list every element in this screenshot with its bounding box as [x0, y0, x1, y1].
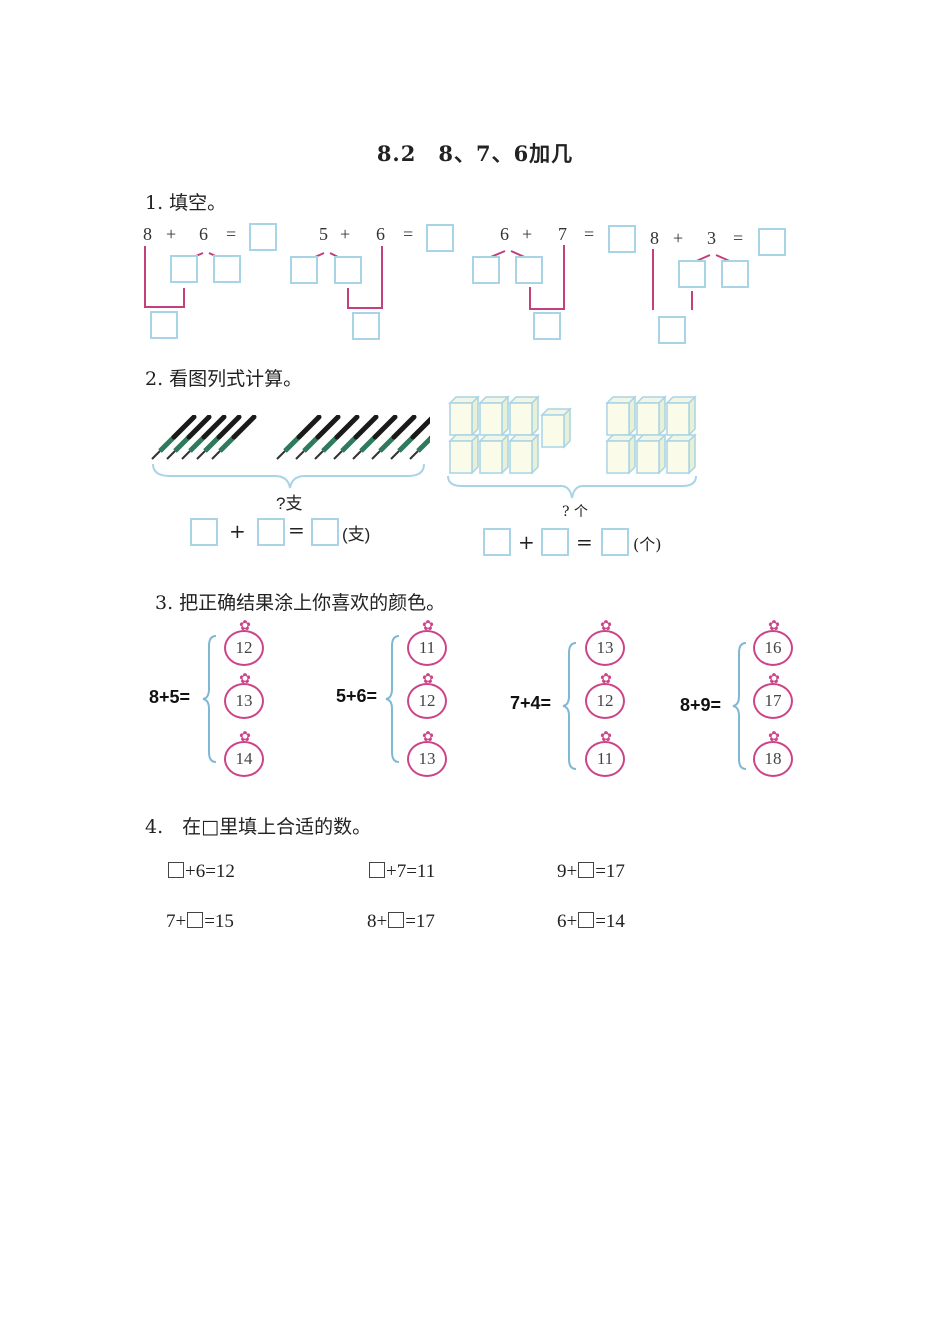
q4-equation: 6+=14 [557, 911, 625, 932]
pens-addend-1-box[interactable] [190, 518, 218, 546]
cubes-unit: (个) [633, 535, 662, 554]
cubes-addend-1-box[interactable] [483, 528, 511, 556]
ten-box[interactable] [150, 311, 178, 339]
option-tomato[interactable]: ✿14 [224, 731, 264, 777]
ten-box[interactable] [658, 316, 686, 344]
operand-b: 6 [376, 224, 385, 244]
pens-unit: (支) [342, 525, 371, 544]
q4-equation: 9+=17 [557, 861, 625, 882]
split-box-1[interactable] [472, 256, 500, 284]
brace-icon [732, 642, 747, 770]
brace-icon [152, 463, 425, 489]
operand-a: 8 [143, 224, 152, 244]
cube-icons [449, 396, 696, 474]
leaf-icon: ✿ [239, 672, 251, 687]
split-box-1[interactable] [678, 260, 706, 288]
answer-box[interactable] [426, 224, 454, 252]
expression: 7+4= [510, 693, 552, 713]
blank-box[interactable] [388, 912, 405, 928]
ten-box[interactable] [352, 312, 380, 340]
cubes-question: ? 个 [562, 504, 588, 520]
plus-sign: + [673, 228, 684, 248]
brace-icon [447, 475, 697, 499]
ten-box[interactable] [533, 312, 561, 340]
operand-a: 6 [500, 224, 509, 244]
answer-box[interactable] [249, 223, 277, 251]
leaf-icon: ✿ [422, 619, 434, 634]
option-tomato[interactable]: ✿12 [224, 620, 264, 666]
leaf-icon: ✿ [422, 672, 434, 687]
equals-sign: = [226, 224, 237, 244]
cubes-sum-box[interactable] [601, 528, 629, 556]
equals-sign: = [576, 530, 593, 554]
operand-b: 6 [199, 224, 208, 244]
split-box-1[interactable] [170, 255, 198, 283]
option-tomato[interactable]: ✿17 [753, 673, 793, 719]
option-tomato[interactable]: ✿16 [753, 620, 793, 666]
leaf-icon: ✿ [600, 619, 612, 634]
pens-sum-box[interactable] [311, 518, 339, 546]
plus-sign: + [518, 530, 535, 554]
leaf-icon: ✿ [768, 619, 780, 634]
q4-equation: +7=11 [368, 861, 435, 883]
option-tomato[interactable]: ✿11 [407, 620, 447, 666]
page-title: 8.2 8、7、6加几 [376, 141, 574, 166]
q1-heading: 1. 填空。 [145, 192, 227, 214]
leaf-icon: ✿ [768, 672, 780, 687]
leaf-icon: ✿ [422, 730, 434, 745]
option-tomato[interactable]: ✿13 [224, 673, 264, 719]
plus-sign: + [340, 224, 351, 244]
brace-icon [202, 635, 217, 763]
option-tomato[interactable]: ✿12 [585, 673, 625, 719]
equals-sign: = [584, 224, 595, 244]
q4-equation: 8+=17 [367, 911, 435, 932]
option-tomato[interactable]: ✿12 [407, 673, 447, 719]
expression: 8+5= [149, 687, 191, 707]
split-box-1[interactable] [290, 256, 318, 284]
pens-question: ?支 [276, 494, 303, 513]
option-tomato[interactable]: ✿13 [585, 620, 625, 666]
pen-icons [150, 415, 430, 465]
leaf-icon: ✿ [600, 672, 612, 687]
option-tomato[interactable]: ✿18 [753, 731, 793, 777]
plus-sign: + [229, 519, 246, 543]
q4-equation: +6=12 [167, 861, 235, 883]
leaf-icon: ✿ [768, 730, 780, 745]
cubes-addend-2-box[interactable] [541, 528, 569, 556]
operand-a: 8 [650, 228, 659, 248]
split-box-2[interactable] [213, 255, 241, 283]
option-tomato[interactable]: ✿13 [407, 731, 447, 777]
blank-box[interactable] [578, 912, 595, 928]
option-tomato[interactable]: ✿11 [585, 731, 625, 777]
leaf-icon: ✿ [600, 730, 612, 745]
answer-box[interactable] [608, 225, 636, 253]
leaf-icon: ✿ [239, 730, 251, 745]
q4-equation: 7+=15 [166, 911, 234, 932]
plus-sign: + [522, 224, 533, 244]
brace-icon [562, 642, 577, 770]
q3-heading: 3. 把正确结果涂上你喜欢的颜色。 [155, 592, 446, 614]
answer-box[interactable] [758, 228, 786, 256]
equals-sign: = [288, 518, 305, 542]
blank-box[interactable] [369, 862, 385, 878]
expression: 8+9= [680, 695, 722, 715]
brace-icon [385, 635, 400, 763]
blank-box[interactable] [168, 862, 184, 878]
operand-a: 5 [319, 224, 328, 244]
pens-addend-2-box[interactable] [257, 518, 285, 546]
expression: 5+6= [336, 686, 378, 706]
equals-sign: = [733, 228, 744, 248]
operand-b: 3 [707, 228, 716, 248]
operand-b: 7 [558, 224, 567, 244]
blank-box[interactable] [187, 912, 204, 928]
split-box-2[interactable] [721, 260, 749, 288]
equals-sign: = [403, 224, 414, 244]
leaf-icon: ✿ [239, 619, 251, 634]
q4-heading: 4. 在□里填上合适的数。 [145, 816, 372, 838]
split-box-2[interactable] [515, 256, 543, 284]
q2-heading: 2. 看图列式计算。 [145, 368, 303, 390]
split-box-2[interactable] [334, 256, 362, 284]
blank-box[interactable] [578, 862, 595, 878]
plus-sign: + [166, 224, 177, 244]
